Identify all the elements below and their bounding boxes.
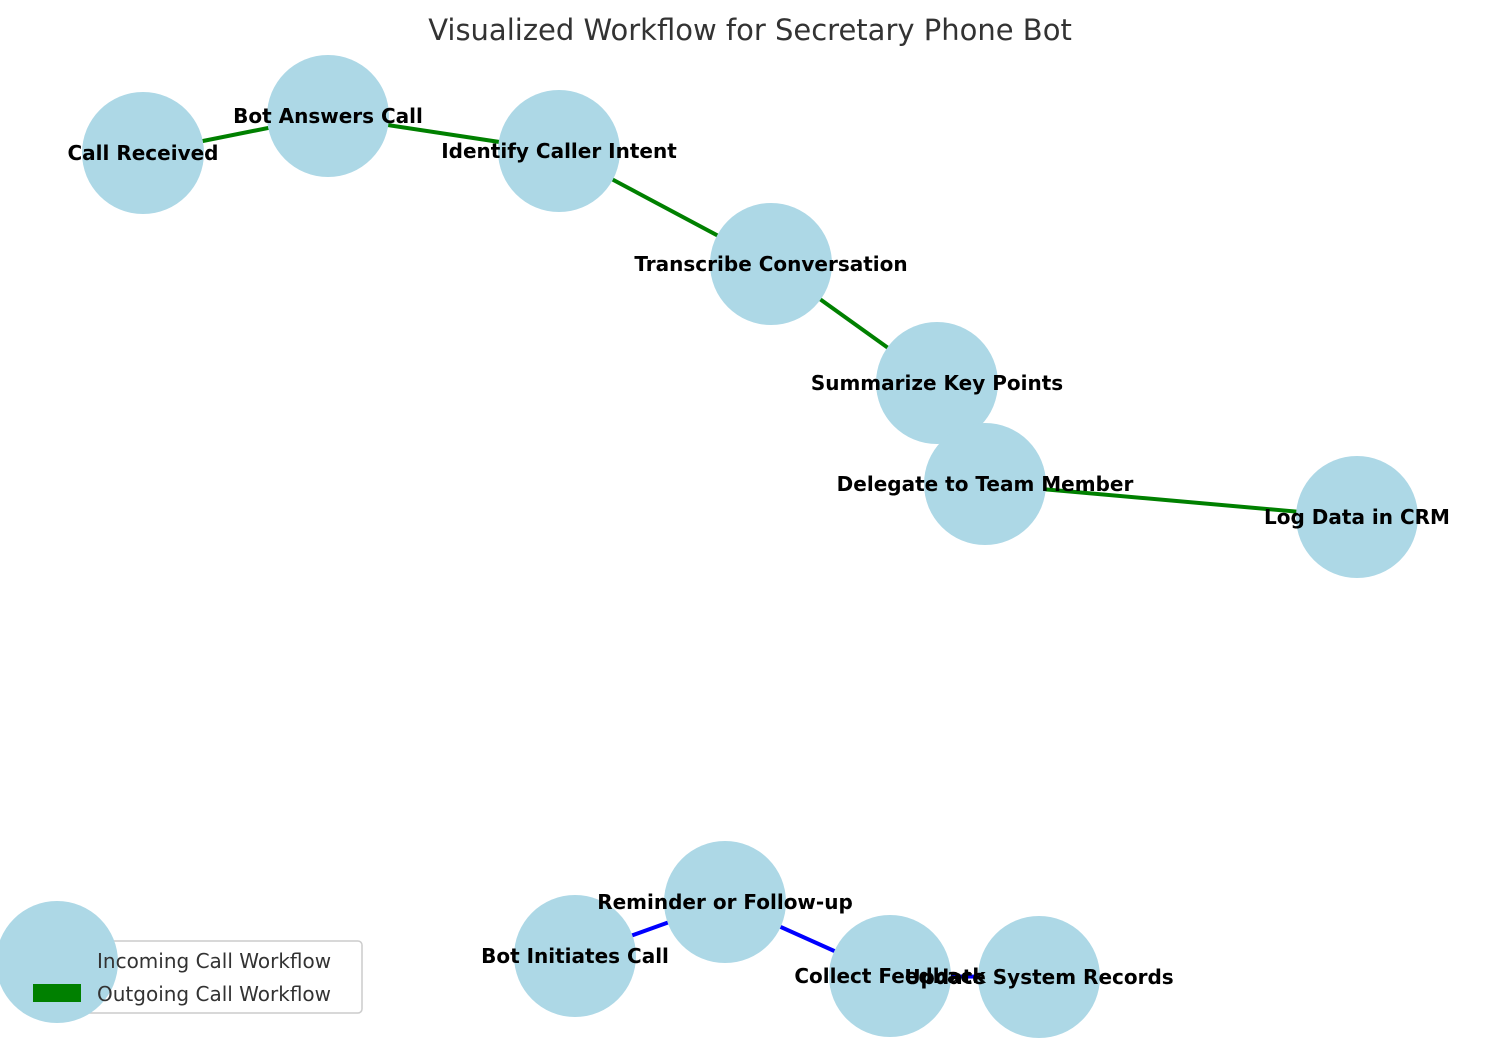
node-circles bbox=[82, 55, 1418, 1038]
node-delegate-to-team-member bbox=[924, 423, 1046, 545]
legend-label-incoming: Incoming Call Workflow bbox=[97, 949, 331, 973]
diagram-title: Visualized Workflow for Secretary Phone … bbox=[428, 13, 1072, 47]
legend-node-marker bbox=[0, 901, 118, 1023]
node-bot-initiates-call bbox=[514, 895, 636, 1017]
node-label-call-received: Call Received bbox=[67, 141, 218, 165]
legend-edge-patch bbox=[33, 984, 81, 1002]
edge-delegate-to-team-member-to-log-data-in-crm bbox=[984, 482, 1358, 519]
node-bot-answers-call bbox=[267, 55, 389, 177]
node-label-update-system-records: Update System Records bbox=[904, 965, 1173, 989]
node-log-data-in-crm bbox=[1296, 456, 1418, 578]
node-label-identify-caller-intent: Identify Caller Intent bbox=[441, 139, 677, 163]
node-label-bot-answers-call: Bot Answers Call bbox=[233, 104, 423, 128]
node-collect-feedback bbox=[829, 915, 951, 1037]
node-label-summarize-key-points: Summarize Key Points bbox=[811, 371, 1063, 395]
node-label-reminder-or-follow-up: Reminder or Follow-up bbox=[597, 890, 853, 914]
node-identify-caller-intent bbox=[498, 90, 620, 212]
node-label-delegate-to-team-member: Delegate to Team Member bbox=[837, 472, 1134, 496]
node-label-transcribe-conversation: Transcribe Conversation bbox=[634, 252, 907, 276]
node-transcribe-conversation bbox=[710, 203, 832, 325]
node-label-collect-feedback: Collect Feedback bbox=[794, 964, 986, 988]
legend: Incoming Call Workflow Outgoing Call Wor… bbox=[0, 901, 363, 1023]
node-label-log-data-in-crm: Log Data in CRM bbox=[1264, 505, 1450, 529]
node-summarize-key-points bbox=[876, 322, 998, 444]
node-label-bot-initiates-call: Bot Initiates Call bbox=[481, 944, 669, 968]
legend-label-outgoing: Outgoing Call Workflow bbox=[97, 982, 331, 1006]
node-reminder-or-follow-up bbox=[664, 841, 786, 963]
node-call-received bbox=[82, 92, 204, 214]
node-update-system-records bbox=[978, 916, 1100, 1038]
